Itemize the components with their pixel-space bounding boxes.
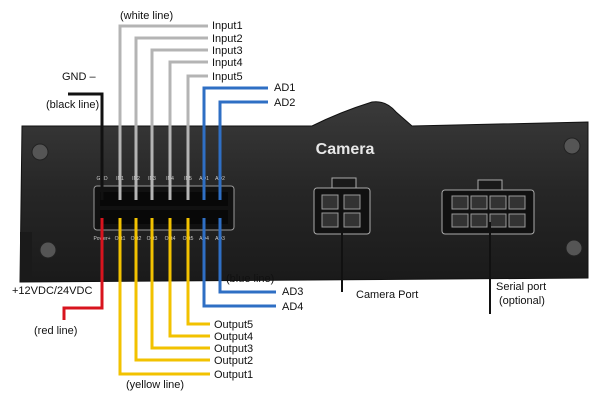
white-input-wires xyxy=(118,24,208,200)
output1-wire xyxy=(118,218,210,376)
device-title: Camera xyxy=(316,141,375,158)
main-connector xyxy=(93,185,235,231)
camera-port-connector xyxy=(313,177,371,235)
yellow-line-label: (yellow line) xyxy=(126,379,184,391)
ad1-label: AD1 xyxy=(274,82,295,94)
ad4-wire xyxy=(202,218,276,308)
output4-label: Output4 xyxy=(214,331,253,343)
ad3-wire xyxy=(218,218,276,294)
ad2-wire xyxy=(218,100,268,200)
input1-label: Input1 xyxy=(212,20,243,32)
input5-label: Input5 xyxy=(212,71,243,83)
ad2-label: AD2 xyxy=(274,97,295,109)
ad3-label: AD3 xyxy=(282,286,303,298)
screw-right-bottom xyxy=(565,239,583,257)
input4-label: Input4 xyxy=(212,57,243,69)
device-housing xyxy=(19,101,589,283)
screw-left-top xyxy=(31,143,49,161)
power-red-wire xyxy=(62,218,104,320)
output1-label: Output1 xyxy=(214,369,253,381)
camera-port-label: Camera Port xyxy=(356,289,418,301)
yellow-output-wires xyxy=(118,218,210,376)
input3-wire xyxy=(150,48,208,200)
power-label: +12VDC/24VDC xyxy=(12,285,92,297)
input5-wire xyxy=(186,74,208,200)
ad1-wire xyxy=(202,86,268,200)
input2-wire xyxy=(134,36,208,200)
input4-wire xyxy=(168,60,208,200)
input2-label: Input2 xyxy=(212,33,243,45)
red-line-label: (red line) xyxy=(34,325,77,337)
serial-optional-label: (optional) xyxy=(499,295,545,307)
output5-wire xyxy=(186,218,210,326)
input3-label: Input3 xyxy=(212,45,243,57)
blue-ad-wires xyxy=(202,86,276,308)
black-line-label: (black line) xyxy=(46,99,99,111)
output5-label: Output5 xyxy=(214,319,253,331)
serial-port-connector xyxy=(441,179,535,235)
ad4-label: AD4 xyxy=(282,301,303,313)
screw-left-bottom xyxy=(39,241,57,259)
gnd-black-wire xyxy=(68,92,104,200)
screw-right-top xyxy=(563,137,581,155)
output2-wire xyxy=(134,218,210,362)
gnd-label: GND – xyxy=(62,71,97,83)
serial-port-label: Serial port xyxy=(496,281,546,293)
blue-line-label: (blue line) xyxy=(226,273,274,285)
output3-wire xyxy=(150,218,210,350)
output2-label: Output2 xyxy=(214,355,253,367)
input1-wire xyxy=(118,24,208,200)
output4-wire xyxy=(168,218,210,338)
white-line-label: (white line) xyxy=(120,10,173,22)
output3-label: Output3 xyxy=(214,343,253,355)
